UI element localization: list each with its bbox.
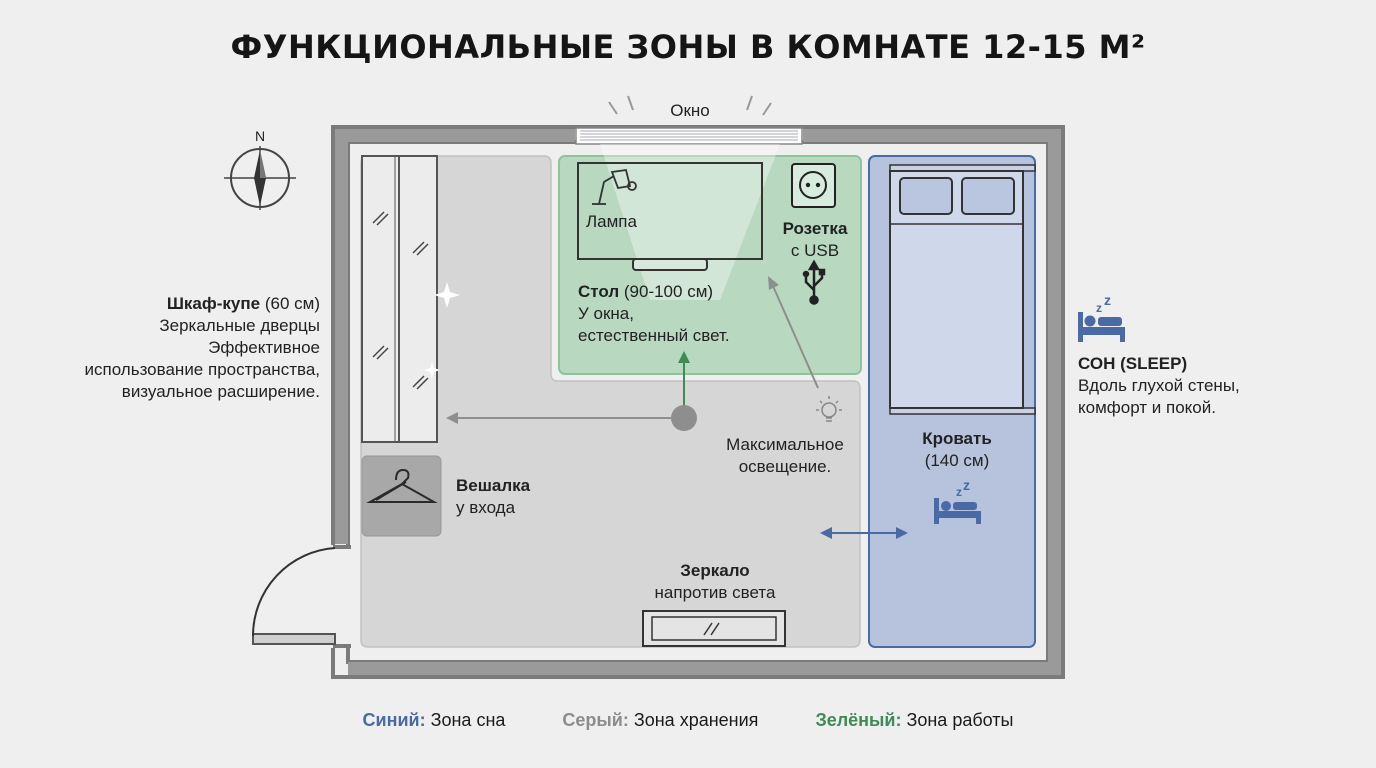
wardrobe xyxy=(361,155,460,443)
lamp-label: Лампа xyxy=(586,212,637,231)
center-point xyxy=(671,405,697,431)
desk-line: У окна, xyxy=(578,304,634,323)
sleep-icon-outside: z z xyxy=(1078,292,1125,342)
mirror-sub: напротив света xyxy=(654,583,776,602)
lighting-caption: Максимальное освещение. xyxy=(700,434,870,478)
sleep-caption: СОН (SLEEP) Вдоль глухой стены, комфорт … xyxy=(1078,353,1240,419)
hanger-caption: Вешалка у входа xyxy=(456,475,530,519)
svg-text:z: z xyxy=(1096,301,1102,315)
lightbulb-icon xyxy=(816,396,842,422)
desk-title: Стол xyxy=(578,282,620,301)
usb-icon xyxy=(802,259,826,305)
hanger-title: Вешалка xyxy=(456,476,531,495)
bed-caption: Кровать (140 см) xyxy=(897,428,1017,472)
desk-line: естественный свет. xyxy=(578,326,730,345)
lighting-line: освещение. xyxy=(738,457,832,476)
lamp-icon xyxy=(592,168,637,205)
legend-value: Зона работы xyxy=(901,710,1014,730)
bed-title: Кровать xyxy=(922,429,992,448)
page-title: ФУНКЦИОНАЛЬНЫЕ ЗОНЫ В КОМНАТЕ 12-15 М² xyxy=(230,28,1146,66)
legend-key: Синий: xyxy=(362,710,426,730)
window xyxy=(575,95,803,145)
legend-item-sleep: Синий: Зона сна xyxy=(363,710,506,730)
outlet-label: Розетка с USB xyxy=(770,218,860,262)
compass-north-label: N xyxy=(254,128,266,144)
svg-text:z: z xyxy=(1104,292,1111,308)
lighting-line: Максимальное xyxy=(726,435,844,454)
hanger xyxy=(361,455,442,537)
svg-text:z: z xyxy=(956,485,962,499)
legend-item-work: Зелёный: Зона работы xyxy=(815,710,1013,730)
desk-size: (90-100 см) xyxy=(623,282,714,301)
sleep-line: комфорт и покой. xyxy=(1078,398,1216,417)
outlet-sub: с USB xyxy=(790,241,840,260)
wardrobe-caption: Шкаф-купе (60 см) Зеркальные дверцы Эффе… xyxy=(20,293,320,403)
sleep-line: Вдоль глухой стены, xyxy=(1078,376,1240,395)
wardrobe-title: Шкаф-купе xyxy=(166,294,261,313)
wardrobe-line: визуальное расширение. xyxy=(121,382,320,401)
outlet-icon xyxy=(791,163,836,208)
wardrobe-size: (60 см) xyxy=(264,294,320,313)
legend-key: Зелёный: xyxy=(815,710,902,730)
outlet-title: Розетка xyxy=(782,219,848,238)
bed xyxy=(889,164,1036,415)
hanger-icon xyxy=(366,468,438,503)
room-walls xyxy=(331,125,1065,679)
work-zone xyxy=(558,155,862,375)
legend-item-storage: Серый: Зона хранения xyxy=(562,710,758,730)
legend: Синий: Зона сна Серый: Зона хранения Зел… xyxy=(0,710,1376,731)
sleep-icon: z z xyxy=(934,477,981,524)
desk-caption: Стол (90-100 см) У окна, естественный св… xyxy=(578,281,730,347)
door xyxy=(251,547,336,645)
sleep-title: СОН (SLEEP) xyxy=(1078,354,1188,373)
wardrobe-line: Зеркальные дверцы xyxy=(159,316,320,335)
window-label: Окно xyxy=(670,101,710,120)
mirror-caption: Зеркало напротив света xyxy=(625,560,805,604)
mirror-title: Зеркало xyxy=(680,561,750,580)
mirror xyxy=(642,610,786,647)
compass-icon xyxy=(224,146,296,210)
storage-zone xyxy=(360,155,861,648)
legend-key: Серый: xyxy=(562,710,629,730)
legend-value: Зона хранения xyxy=(628,710,759,730)
wardrobe-line: Эффективное xyxy=(208,338,320,357)
hanger-sub: у входа xyxy=(456,498,516,517)
arrows xyxy=(446,276,908,539)
legend-value: Зона сна xyxy=(425,710,506,730)
wardrobe-line: использование пространства, xyxy=(84,360,320,379)
svg-text:z: z xyxy=(963,477,970,493)
desk xyxy=(577,162,763,271)
bed-size: (140 см) xyxy=(924,451,990,470)
